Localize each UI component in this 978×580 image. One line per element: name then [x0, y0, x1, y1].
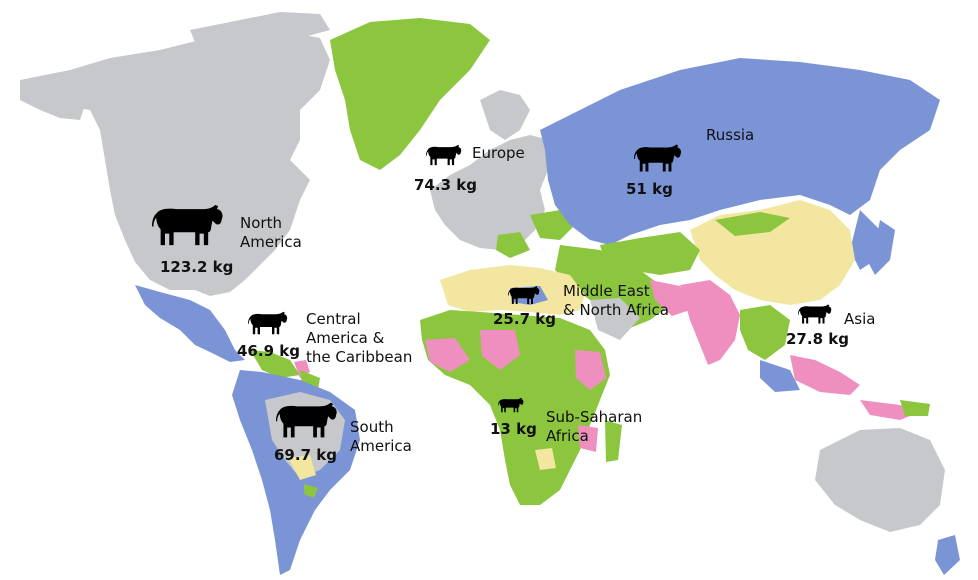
- sub-saharan-africa-value: 13 kg: [490, 420, 537, 438]
- south-america-name: South America: [350, 418, 412, 455]
- region-australia: [815, 428, 945, 532]
- middle-east-name: Middle East & North Africa: [563, 282, 669, 319]
- south-america-value: 69.7 kg: [274, 446, 337, 464]
- region-greenland: [330, 18, 490, 170]
- cow-icon: [798, 304, 832, 324]
- region-russia: [540, 58, 940, 245]
- region-north-america: [40, 30, 330, 296]
- asia-value: 27.8 kg: [786, 330, 849, 348]
- region-india: [680, 280, 740, 365]
- north-america-value: 123.2 kg: [160, 258, 234, 276]
- asia-name: Asia: [844, 310, 876, 328]
- middle-east-value: 25.7 kg: [493, 310, 556, 328]
- cow-icon: [426, 144, 462, 166]
- sub-saharan-africa-name: Sub-Saharan Africa: [546, 408, 643, 445]
- cow-icon: [248, 311, 288, 335]
- region-usa-mexico: [135, 285, 245, 362]
- russia-name: Russia: [706, 126, 755, 144]
- europe-name: Europe: [472, 144, 525, 162]
- europe-value: 74.3 kg: [414, 176, 477, 194]
- russia-value: 51 kg: [626, 180, 673, 198]
- region-europe: [430, 135, 550, 250]
- central-america-value: 46.9 kg: [237, 342, 300, 360]
- north-america-name: North America: [240, 214, 302, 251]
- central-america-name: Central America & the Caribbean: [306, 310, 413, 366]
